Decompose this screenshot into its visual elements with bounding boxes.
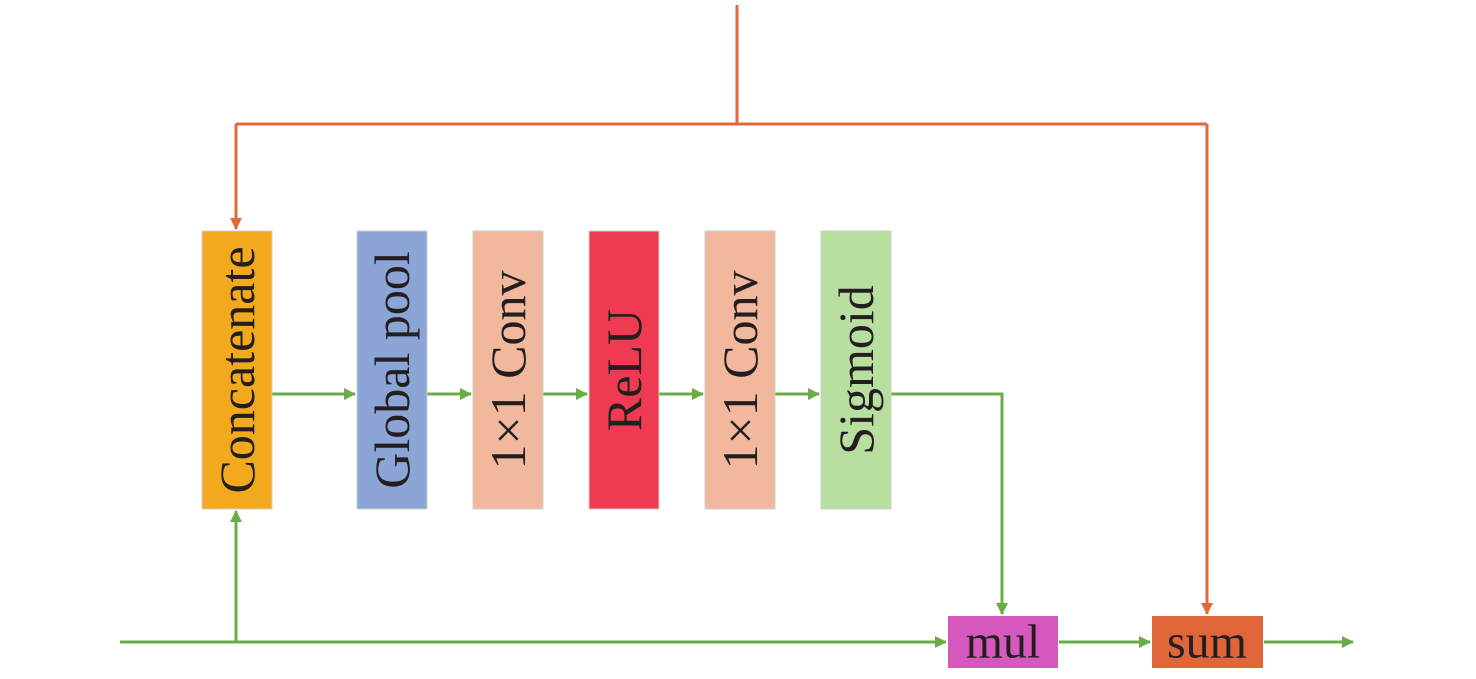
block-sigmoid-label: Sigmoid <box>828 285 884 454</box>
block-conv1: 1×1 Conv <box>472 230 544 510</box>
block-conv2-label: 1×1 Conv <box>712 270 768 469</box>
green-flow-lines <box>120 388 1354 648</box>
block-global-pool-label: Global pool <box>364 251 420 488</box>
op-mul: mul <box>948 616 1058 669</box>
block-conv2: 1×1 Conv <box>704 230 776 510</box>
arrow-sigmoid-to-mul <box>891 392 1008 615</box>
op-sum: sum <box>1152 616 1263 669</box>
block-relu-label: ReLU <box>596 309 652 431</box>
op-sum-label: sum <box>1167 616 1247 669</box>
orange-skip-lines <box>230 5 1213 615</box>
block-concatenate-label: Concatenate <box>209 246 265 493</box>
op-mul-label: mul <box>966 616 1041 669</box>
block-conv1-label: 1×1 Conv <box>480 270 536 469</box>
block-concatenate: Concatenate <box>201 230 273 510</box>
block-sigmoid: Sigmoid <box>820 230 892 510</box>
block-relu: ReLU <box>588 230 660 510</box>
block-global-pool: Global pool <box>356 230 428 510</box>
